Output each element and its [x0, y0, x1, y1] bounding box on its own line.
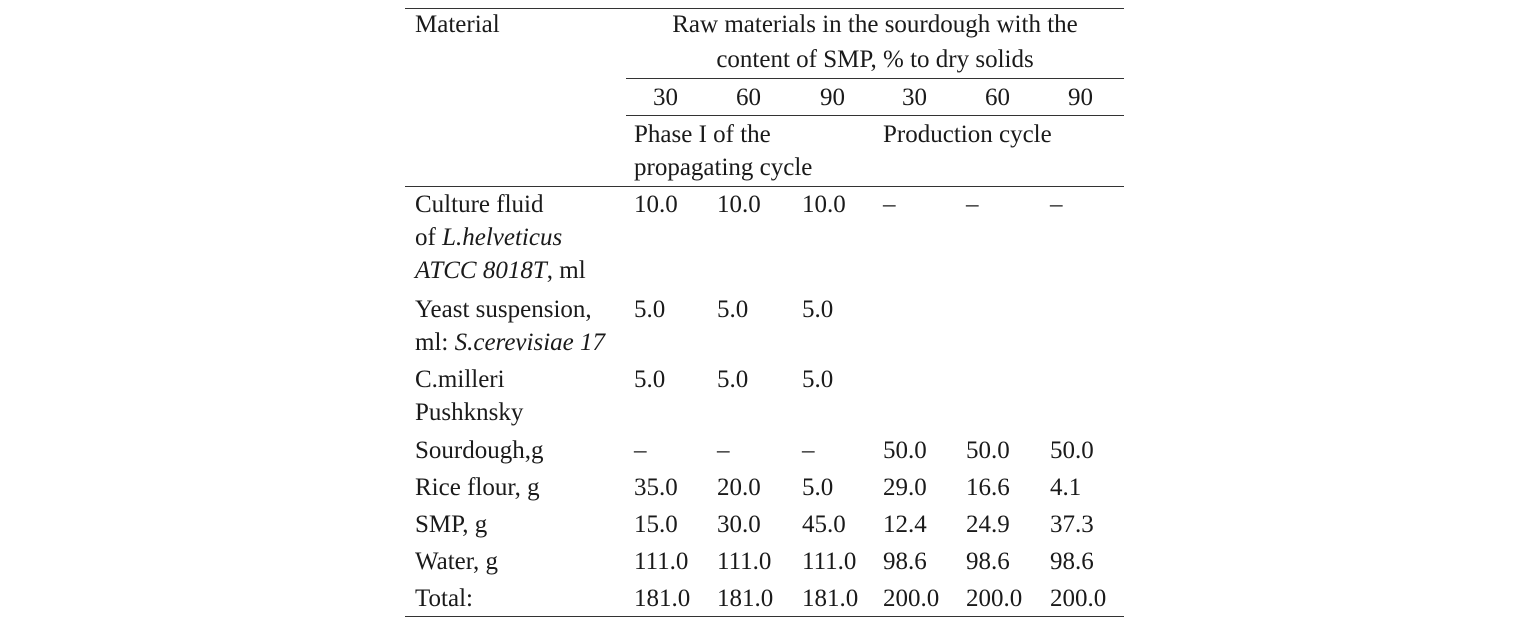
table-cell: 98.6	[966, 548, 1010, 575]
row-label: Pushknsky	[415, 399, 524, 426]
table-cell: 5.0	[802, 296, 834, 323]
header-subrule-2	[626, 115, 1124, 116]
row-label: C.milleri	[415, 366, 505, 393]
table-cell: 16.6	[966, 474, 1010, 501]
table-cell: 5.0	[802, 474, 834, 501]
row-label: Yeast suspension,	[415, 296, 592, 323]
table-cell: 111.0	[802, 548, 857, 575]
row-label: Rice flour, g	[415, 474, 540, 501]
table-cell: –	[802, 437, 815, 464]
header-pct: 90	[1068, 84, 1093, 111]
table-cell: 5.0	[634, 366, 666, 393]
header-pct: 30	[653, 84, 678, 111]
table-cell: 98.6	[883, 548, 927, 575]
row-label: ATCC 8018T, ml	[415, 257, 586, 284]
table-cell: 200.0	[966, 585, 1023, 612]
table-cell: 5.0	[634, 296, 666, 323]
table-cell: 181.0	[634, 585, 691, 612]
table-cell: 111.0	[717, 548, 772, 575]
row-label: Water, g	[415, 548, 499, 575]
table-cell: 12.4	[883, 511, 927, 538]
header-phase-line1: Phase I of the	[634, 121, 771, 148]
table-cell: –	[1050, 191, 1063, 218]
header-material: Material	[415, 11, 500, 38]
row-label: Total:	[415, 585, 473, 612]
header-subrule-1	[626, 78, 1124, 79]
table-cell: 4.1	[1050, 474, 1082, 501]
table-cell: –	[634, 437, 647, 464]
table-cell: 37.3	[1050, 511, 1094, 538]
table-cell: 50.0	[883, 437, 927, 464]
table-cell: 10.0	[717, 191, 761, 218]
table-cell: 15.0	[634, 511, 678, 538]
row-label: of L.helveticus	[415, 224, 563, 251]
table-cell: 200.0	[1050, 585, 1107, 612]
table-cell: 50.0	[966, 437, 1010, 464]
table-cell: 35.0	[634, 474, 678, 501]
table-cell: 5.0	[717, 296, 749, 323]
table-cell: 24.9	[966, 511, 1010, 538]
header-raw-line1: Raw materials in the sourdough with the	[672, 11, 1078, 38]
row-label: Sourdough,g	[415, 437, 544, 464]
table-cell: 20.0	[717, 474, 761, 501]
table-cell: –	[966, 191, 979, 218]
table-cell: 111.0	[634, 548, 689, 575]
table-cell: 50.0	[1050, 437, 1094, 464]
table-cell: 45.0	[802, 511, 846, 538]
table-cell: 181.0	[802, 585, 859, 612]
row-label: ml: S.cerevisiae 17	[415, 329, 605, 356]
table-cell: 181.0	[717, 585, 774, 612]
table-cell: 200.0	[883, 585, 940, 612]
table-cell: 30.0	[717, 511, 761, 538]
header-raw-line2: content of SMP, % to dry solids	[716, 46, 1034, 73]
header-bottom-rule	[405, 186, 1124, 187]
top-rule	[405, 8, 1124, 9]
table-cell: 10.0	[802, 191, 846, 218]
header-production: Production cycle	[883, 121, 1052, 148]
header-pct: 90	[820, 84, 845, 111]
row-label: Culture fluid	[415, 191, 544, 218]
table-cell: –	[717, 437, 730, 464]
table-cell: –	[883, 191, 896, 218]
table-cell: 29.0	[883, 474, 927, 501]
header-pct: 30	[902, 84, 927, 111]
table-cell: 10.0	[634, 191, 678, 218]
bottom-rule	[405, 616, 1124, 617]
table-cell: 5.0	[717, 366, 749, 393]
header-pct: 60	[985, 84, 1010, 111]
data-table: Material Raw materials in the sourdough …	[405, 0, 1124, 625]
table-cell: 5.0	[802, 366, 834, 393]
header-pct: 60	[736, 84, 761, 111]
table-cell: 98.6	[1050, 548, 1094, 575]
row-label: SMP, g	[415, 511, 488, 538]
header-phase-line2: propagating cycle	[634, 154, 813, 181]
